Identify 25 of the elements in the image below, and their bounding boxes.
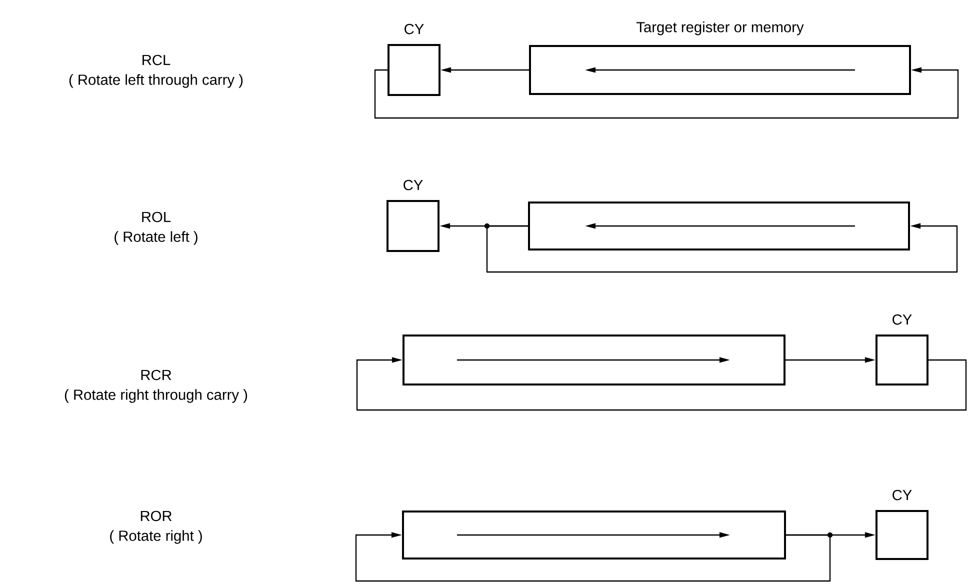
carry-flag-box: CY <box>876 314 928 386</box>
feedback-arrow <box>374 67 959 119</box>
instruction-description: ( Rotate left through carry ) <box>69 74 243 88</box>
feedback-arrow <box>355 532 831 582</box>
feedback-arrow <box>356 357 967 411</box>
node-label: CY <box>892 314 912 325</box>
carry-flag-box: CY <box>876 490 928 560</box>
register-box <box>402 334 786 386</box>
carry-flag-box: CY <box>386 180 440 252</box>
node-label: Target register or memory <box>636 22 804 36</box>
register-box <box>402 510 786 560</box>
register-box <box>528 202 910 250</box>
instruction-description: ( Rotate right through carry ) <box>64 389 248 403</box>
node-label: CY <box>404 180 423 190</box>
instruction-name: RCR <box>141 370 172 380</box>
node-label: CY <box>892 490 912 500</box>
feedback-arrow <box>486 223 958 273</box>
instruction-name: RCL <box>142 54 170 66</box>
carry-flag-box: CY <box>388 24 440 96</box>
instruction-description: ( Rotate left ) <box>114 231 198 245</box>
register-box: Target register or memory <box>529 22 911 95</box>
instruction-name: ROL <box>142 212 171 222</box>
instruction-name: ROR <box>140 510 172 522</box>
node-label: CY <box>404 24 424 34</box>
instruction-description: ( Rotate right ) <box>110 530 202 544</box>
